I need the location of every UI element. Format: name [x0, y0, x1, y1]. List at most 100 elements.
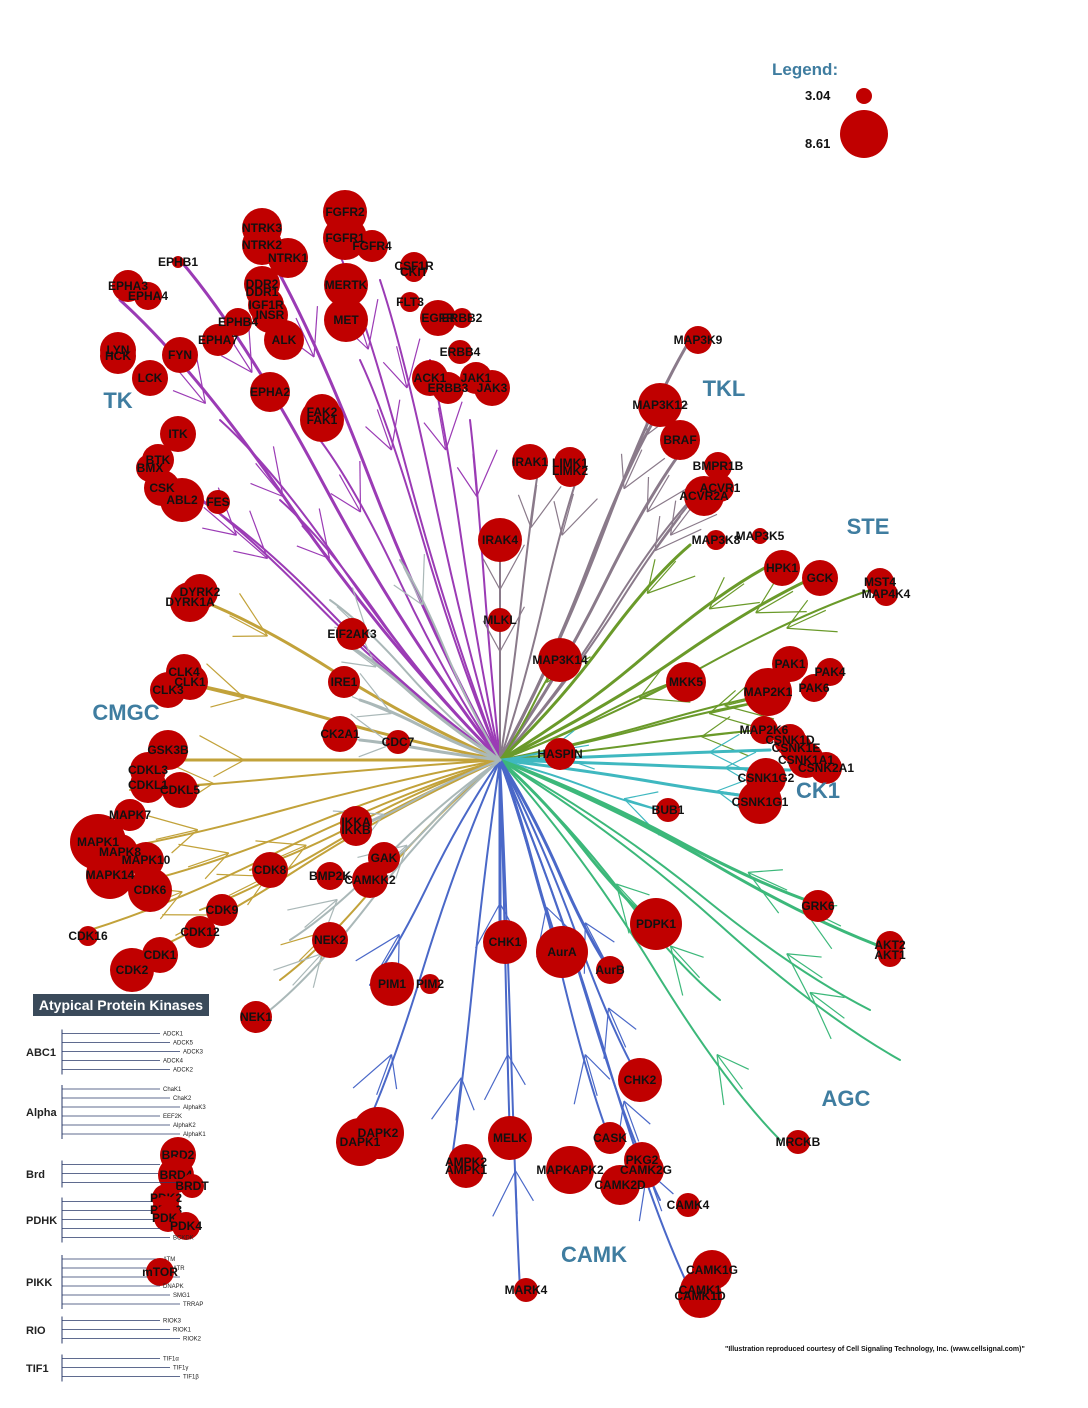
kinase-circle-camkk2: [352, 862, 388, 898]
tree-twig: [809, 991, 845, 999]
tree-twig: [514, 1170, 518, 1214]
atypical-member-tif1α: TIF1α: [163, 1357, 179, 1363]
tree-twig: [809, 992, 832, 1040]
tree-twig: [709, 703, 752, 715]
tree-twig: [584, 922, 606, 962]
atypical-member-chak2: ChaK2: [173, 1096, 192, 1102]
tree-twig: [716, 1054, 725, 1106]
tree-twig: [646, 485, 692, 513]
kinase-label-ntrk1: NTRK1: [268, 251, 308, 265]
legend-large-value: 8.61: [805, 136, 831, 151]
tree-twig: [716, 1053, 749, 1070]
kinase-circle-gck: [802, 560, 838, 596]
tree-twig: [747, 871, 788, 891]
tree-twig: [199, 735, 245, 761]
kinase-label-map3k14: MAP3K14: [532, 653, 588, 667]
atypical-member-adck1: ADCK1: [163, 1032, 184, 1038]
tree-branch-cmgc: [149, 759, 501, 881]
tree-twig: [421, 554, 425, 606]
kinase-circle-melk: [488, 1116, 532, 1160]
atypical-member-tif1γ: TIF1γ: [173, 1366, 188, 1372]
atypical-member-alphak1: AlphaK1: [183, 1132, 206, 1138]
atypical-circle-mtor: [146, 1258, 174, 1286]
kinase-label-ampk1: AMPK1: [445, 1163, 487, 1177]
kinase-label-pak1: PAK1: [774, 657, 805, 671]
kinase-label-abl2: ABL2: [166, 493, 198, 507]
atypical-family-abc1: ABC1: [26, 1047, 56, 1059]
tree-twig: [359, 460, 362, 513]
atypical-circle-brdt: [180, 1174, 204, 1198]
kinase-circle-mapk14: [86, 851, 134, 899]
group-label-ck1: CK1: [796, 778, 840, 803]
kinase-circle-nek1: [240, 1001, 272, 1033]
tree-branch-agc: [499, 759, 901, 1061]
tree-branch-tkl: [499, 459, 541, 761]
kinase-label-aurb: AurB: [595, 963, 625, 977]
tree-twig: [584, 922, 615, 943]
tree-twig: [507, 1054, 510, 1098]
kinase-circle-haspin: [544, 738, 576, 770]
kinase-label-egfr: EGFR: [421, 311, 455, 325]
kinase-label-irak1: IRAK1: [512, 455, 548, 469]
tree-branch-tk: [178, 258, 502, 762]
kinase-label-ikkb: IKKB: [341, 823, 371, 837]
tree-twig: [623, 791, 659, 800]
kinase-circle-csnk1g1: [738, 780, 782, 824]
kinase-label-jak3: JAK3: [477, 381, 508, 395]
tree-twig: [172, 389, 206, 405]
kinase-label-cdc7: CDC7: [382, 735, 415, 749]
kinase-label-csk: CSK: [149, 481, 175, 495]
kinase-circle-flt3: [400, 292, 420, 312]
tree-twig: [482, 558, 501, 590]
kinase-circle-ntrk1: [268, 238, 308, 278]
kinase-circle-ck2a1: [322, 716, 358, 752]
atypical-member-atm: ATM: [163, 1257, 175, 1263]
tree-twig: [482, 620, 501, 652]
kinase-label-lck: LCK: [138, 371, 163, 385]
kinase-circle-epha7: [202, 324, 234, 356]
tree-branch-camk: [449, 759, 501, 1171]
kinase-circle-eif2ak3: [336, 618, 368, 650]
kinase-label-nek1: NEK1: [240, 1010, 272, 1024]
atypical-circle-pdk4: [172, 1212, 200, 1240]
kinase-circle-ephb4: [224, 308, 252, 336]
kinase-circle-epha2: [250, 372, 290, 412]
tree-twig: [155, 829, 198, 841]
atypical-member-tif1β: TIF1β: [183, 1375, 199, 1381]
tree-twig: [312, 953, 323, 988]
atypical-family-brd: Brd: [26, 1169, 45, 1181]
tree-twig: [330, 492, 361, 513]
kinase-label-igf1r: IGF1R: [248, 298, 284, 312]
tree-branch-cmgc: [109, 759, 501, 851]
tree-twig: [206, 663, 245, 699]
kinase-label-cdk9: CDK9: [206, 903, 239, 917]
tree-twig: [178, 843, 229, 854]
atypical-kinases-title: Atypical Protein Kinases: [33, 994, 209, 1016]
kinase-label-limk1: LIMK1: [552, 456, 588, 470]
tree-branch-tkl: [499, 489, 701, 761]
tree-twig: [499, 544, 525, 590]
tree-twig: [213, 759, 245, 778]
kinase-circle-pdpk1: [630, 898, 682, 950]
kinase-label-cask: CASK: [593, 1131, 627, 1145]
kinase-label-dapk2: DAPK2: [358, 1126, 399, 1140]
tree-twig: [255, 462, 284, 497]
tree-branch-tkl: [499, 469, 581, 761]
legend-title: Legend:: [772, 60, 839, 79]
kinase-label-camk2d: CAMK2D: [594, 1178, 646, 1192]
kinase-label-ampk2: AMPK2: [445, 1155, 487, 1169]
tree-twig: [202, 687, 245, 699]
kinase-label-chk1: CHK1: [489, 935, 522, 949]
tree-twig: [159, 891, 183, 920]
kinase-circle-chk2: [618, 1058, 662, 1102]
kinase-label-epha3: EPHA3: [108, 279, 148, 293]
kinase-label-cdk16: CDK16: [68, 929, 108, 943]
tree-twig: [755, 582, 775, 614]
tree-twig: [716, 778, 750, 792]
kinase-circle-hck: [100, 338, 136, 374]
kinase-label-jak1: JAK1: [461, 371, 492, 385]
tree-twig: [472, 453, 478, 497]
kinase-circle-nek2: [312, 922, 348, 958]
kinase-label-pim1: PIM1: [378, 977, 406, 991]
tree-twig: [229, 615, 268, 637]
